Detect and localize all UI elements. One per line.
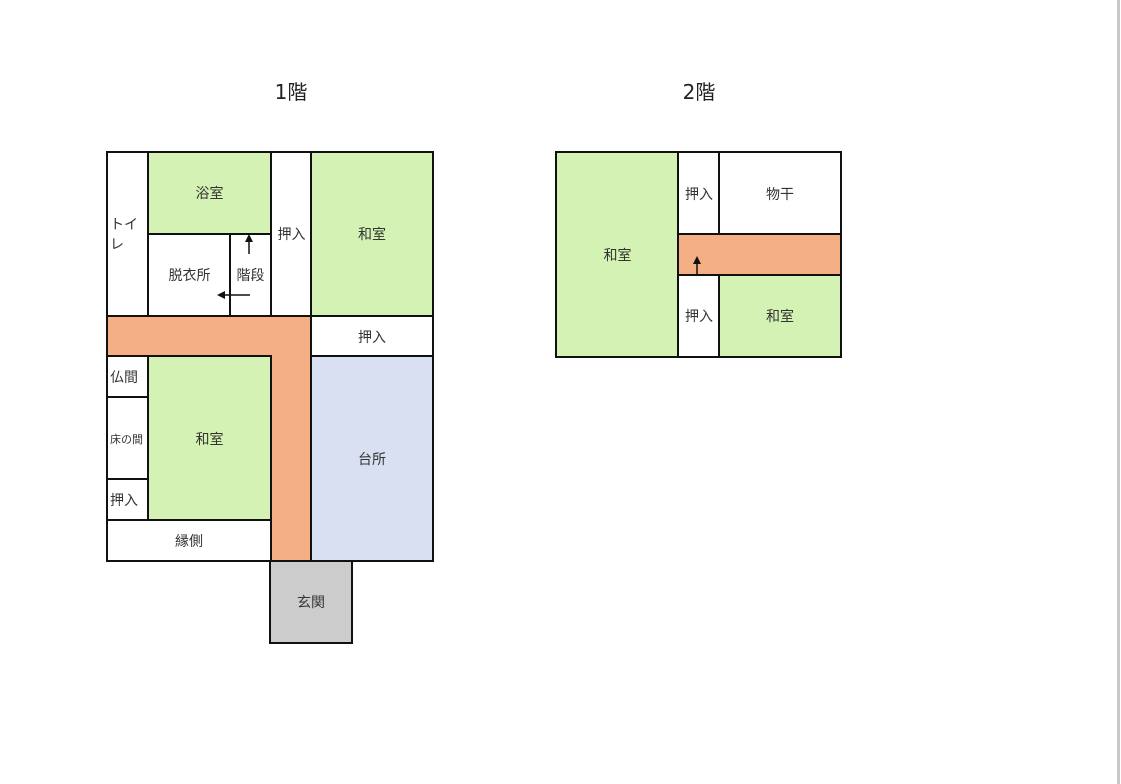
room-dressing: 脱衣所 bbox=[147, 233, 232, 317]
room-drying: 物干 bbox=[718, 151, 842, 236]
room-closet: 押入 bbox=[270, 151, 313, 317]
room-stairs: 階段 bbox=[229, 233, 272, 317]
floor2-title: 2階 bbox=[682, 80, 716, 104]
stairs-arrow-icon bbox=[217, 234, 253, 299]
floor1-title: 1階 bbox=[274, 80, 308, 104]
stairs-arrow-icon bbox=[693, 256, 701, 276]
page-edge bbox=[1117, 0, 1120, 784]
room-butsuma: 仏間 bbox=[106, 355, 150, 399]
room-closet: 押入 bbox=[677, 274, 721, 358]
room-kitchen: 台所 bbox=[310, 355, 434, 562]
room-closet: 押入 bbox=[106, 478, 150, 522]
room-washitsu: 和室 bbox=[718, 274, 842, 358]
room-toilet: トイレ bbox=[106, 151, 150, 317]
room-tokonoma: 床の間 bbox=[106, 396, 150, 481]
room-washitsu: 和室 bbox=[310, 151, 434, 317]
room-washitsu: 和室 bbox=[555, 151, 680, 358]
hallway-vertical bbox=[269, 315, 311, 562]
room-washitsu: 和室 bbox=[147, 355, 272, 522]
wall bbox=[106, 560, 434, 562]
room-entrance: 玄関 bbox=[269, 560, 353, 644]
room-closet: 押入 bbox=[677, 151, 721, 236]
room-engawa: 縁側 bbox=[106, 519, 272, 562]
wall bbox=[106, 151, 108, 562]
room-closet: 押入 bbox=[310, 315, 434, 358]
room-bath: 浴室 bbox=[147, 151, 272, 235]
